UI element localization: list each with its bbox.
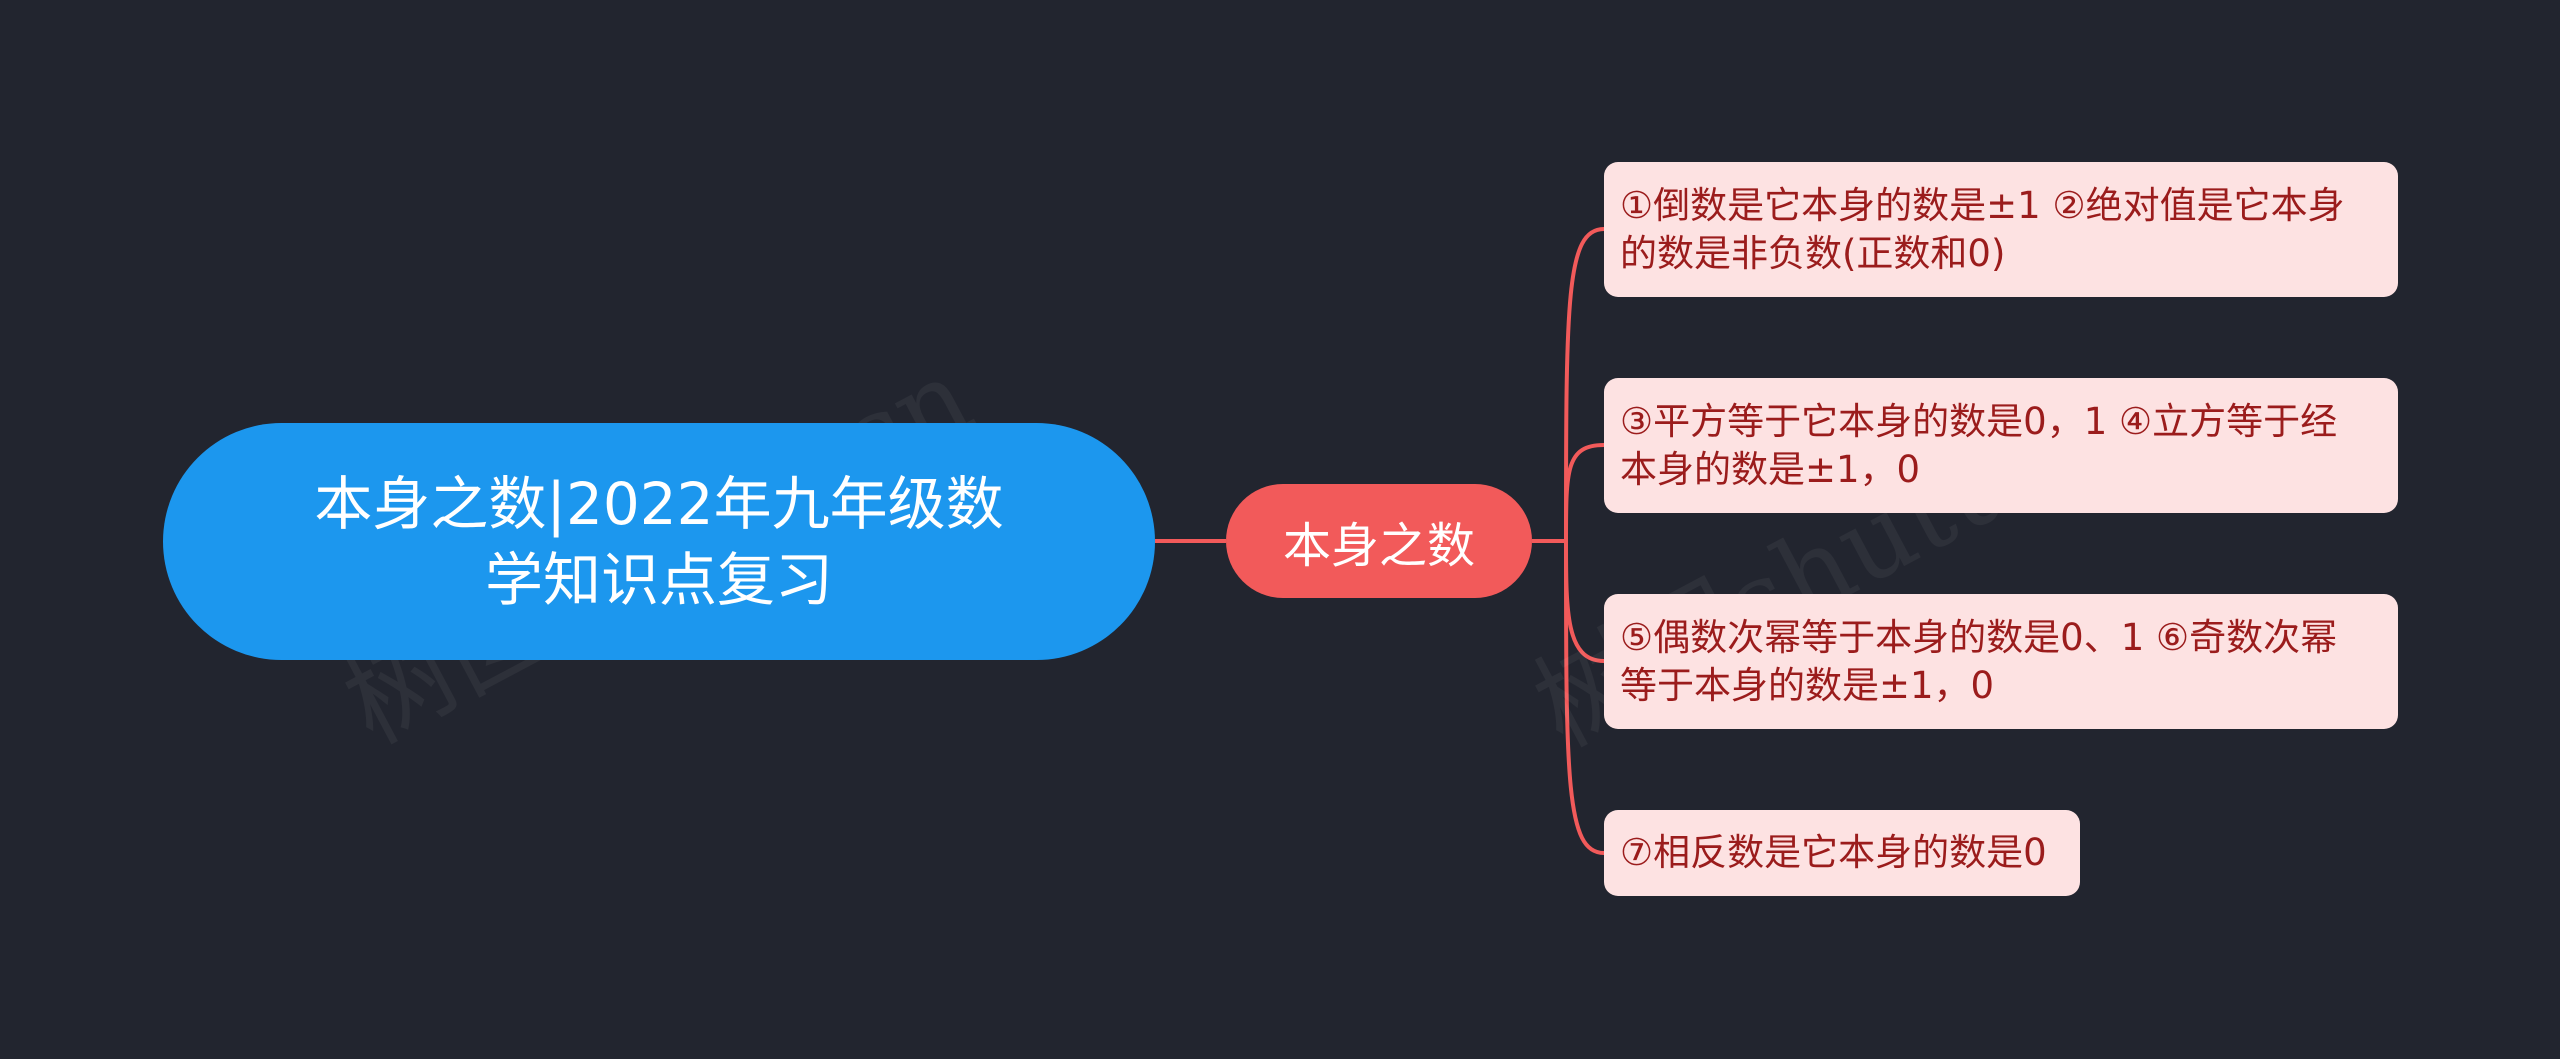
leaf-topic-text: ⑦相反数是它本身的数是0 xyxy=(1620,829,2047,877)
branch-topic-node[interactable]: 本身之数 xyxy=(1226,484,1532,598)
leaf-connector-1 xyxy=(1564,227,1605,542)
leaf-line: ⑤偶数次幂等于本身的数是0、1 ⑥奇数次幂 xyxy=(1620,615,2338,659)
leaf-line: ③平方等于它本身的数是0，1 ④立方等于经 xyxy=(1620,399,2338,443)
leaf-topic-node-2[interactable]: ③平方等于它本身的数是0，1 ④立方等于经 本身的数是±1，0 xyxy=(1604,378,2398,513)
leaf-topic-text: ③平方等于它本身的数是0，1 ④立方等于经 本身的数是±1，0 xyxy=(1620,398,2337,494)
leaf-topic-node-4[interactable]: ⑦相反数是它本身的数是0 xyxy=(1604,810,2080,896)
leaf-connector-2 xyxy=(1564,443,1605,542)
leaf-topic-text: ⑤偶数次幂等于本身的数是0、1 ⑥奇数次幂 等于本身的数是±1，0 xyxy=(1620,614,2337,710)
leaf-topic-node-1[interactable]: ①倒数是它本身的数是±1 ②绝对值是它本身 的数是非负数(正数和0) xyxy=(1604,162,2398,297)
leaf-topic-node-3[interactable]: ⑤偶数次幂等于本身的数是0、1 ⑥奇数次幂 等于本身的数是±1，0 xyxy=(1604,594,2398,729)
root-topic-node[interactable]: 本身之数|2022年九年级数学知识点复习 xyxy=(163,423,1155,660)
leaf-line: ①倒数是它本身的数是±1 ②绝对值是它本身 xyxy=(1620,183,2345,227)
leaf-line: ⑦相反数是它本身的数是0 xyxy=(1620,831,2047,874)
leaf-line: 等于本身的数是±1，0 xyxy=(1620,663,1995,707)
leaf-connector-3 xyxy=(1564,540,1605,663)
root-topic-label: 本身之数|2022年九年级数学知识点复习 xyxy=(314,469,1004,614)
leaf-line: 本身的数是±1，0 xyxy=(1620,447,1921,491)
leaf-topic-text: ①倒数是它本身的数是±1 ②绝对值是它本身 的数是非负数(正数和0) xyxy=(1620,182,2345,278)
branch-topic-label: 本身之数 xyxy=(1282,518,1475,574)
leaf-line: 的数是非负数(正数和0) xyxy=(1620,231,2006,275)
leaf-connector-4 xyxy=(1564,540,1605,855)
